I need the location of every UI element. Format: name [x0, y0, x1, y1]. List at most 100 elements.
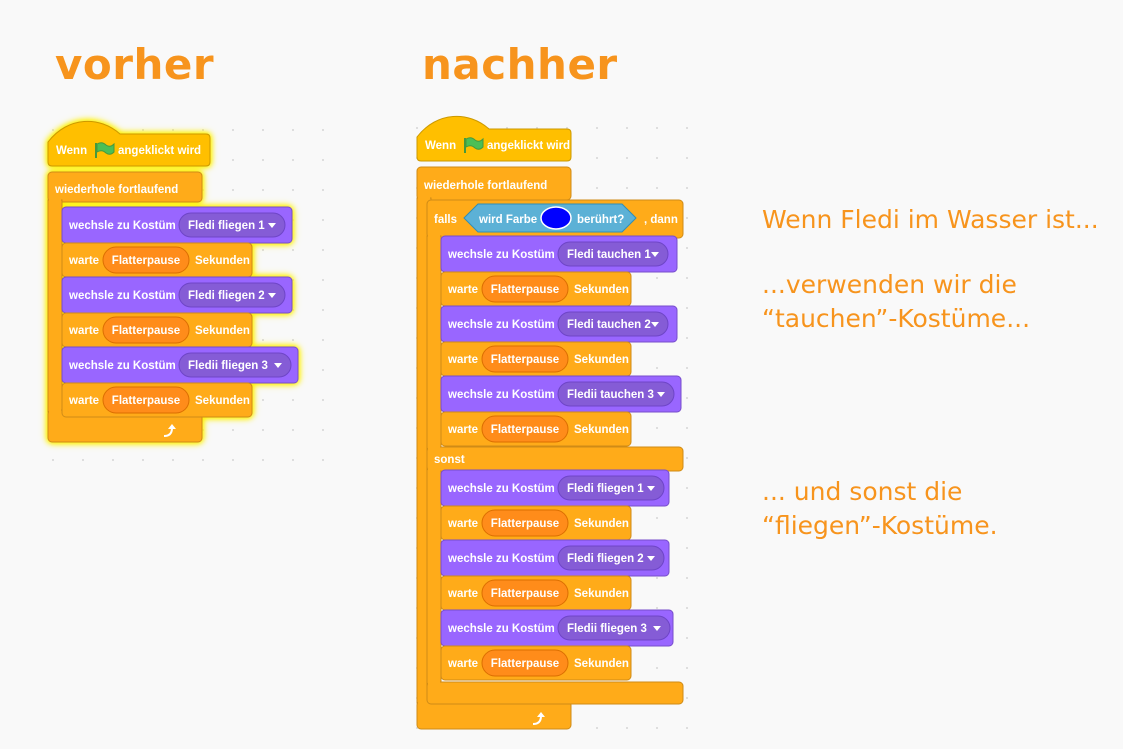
variable-name: Flatterpause	[491, 518, 559, 530]
dropdown-arrow-icon	[653, 626, 661, 631]
costume-dropdown[interactable]: Fledii tauchen 3	[557, 381, 675, 407]
switch-costume-label: wechsle zu Kostüm	[447, 553, 555, 565]
flatterpause-variable[interactable]: Flatterpause	[102, 316, 190, 344]
seconds-label: Sekunden	[195, 395, 250, 407]
dropdown-arrow-icon	[651, 252, 659, 257]
caption-fly-2: “fliegen”-Kostüme.	[762, 511, 998, 540]
flatterpause-variable[interactable]: Flatterpause	[481, 275, 569, 303]
wait-label: warte	[447, 518, 478, 530]
color-swatch[interactable]	[540, 206, 572, 230]
loop-arrow-icon	[163, 424, 176, 437]
seconds-label: Sekunden	[574, 284, 629, 296]
wait-label: warte	[447, 658, 478, 670]
green-flag-icon	[464, 137, 484, 153]
clicked-label: angeklickt wird	[118, 145, 201, 157]
after-heading: nachher	[422, 40, 618, 89]
wait-block[interactable]: warte Flatterpause Sekunden	[440, 505, 632, 541]
when-label: Wenn	[425, 140, 456, 152]
wait-label: warte	[447, 424, 478, 436]
wait-block[interactable]: warte Flatterpause Sekunden	[440, 271, 632, 307]
costume-dropdown[interactable]: Fledi tauchen 1	[557, 241, 669, 267]
switch-costume-label: wechsle zu Kostüm	[68, 290, 176, 302]
loop-arrow-icon	[532, 712, 545, 725]
variable-name: Flatterpause	[491, 354, 559, 366]
switch-costume-block[interactable]: wechsle zu Kostüm Fledi tauchen 2	[440, 305, 678, 343]
dropdown-arrow-icon	[274, 363, 282, 368]
variable-name: Flatterpause	[491, 588, 559, 600]
dropdown-arrow-icon	[651, 322, 659, 327]
wait-label: warte	[447, 354, 478, 366]
wait-label: warte	[447, 284, 478, 296]
seconds-label: Sekunden	[574, 354, 629, 366]
flatterpause-variable[interactable]: Flatterpause	[481, 579, 569, 607]
seconds-label: Sekunden	[574, 588, 629, 600]
costume-name: Fledi fliegen 2	[567, 553, 644, 565]
flatterpause-variable[interactable]: Flatterpause	[481, 649, 569, 677]
forever-label: wiederhole fortlaufend	[54, 184, 178, 196]
touching-color-label: wird Farbe	[478, 214, 537, 226]
switch-costume-block[interactable]: wechsle zu Kostüm Fledi fliegen 2	[440, 539, 670, 577]
touching-color-condition[interactable]: wird Farbe berührt?	[463, 203, 637, 233]
dropdown-arrow-icon	[268, 223, 276, 228]
caption-dive-1: ...verwenden wir die	[762, 270, 1017, 299]
variable-name: Flatterpause	[491, 424, 559, 436]
when-label: Wenn	[56, 145, 87, 157]
flatterpause-variable[interactable]: Flatterpause	[102, 386, 190, 414]
costume-dropdown[interactable]: Fledii fliegen 3	[557, 615, 671, 641]
costume-name: Fledii tauchen 3	[567, 389, 654, 401]
costume-dropdown[interactable]: Fledii fliegen 3	[178, 352, 292, 378]
switch-costume-label: wechsle zu Kostüm	[447, 623, 555, 635]
flatterpause-variable[interactable]: Flatterpause	[102, 246, 190, 274]
costume-dropdown[interactable]: Fledi fliegen 1	[178, 212, 286, 238]
costume-name: Fledii fliegen 3	[567, 623, 647, 635]
dropdown-arrow-icon	[647, 556, 655, 561]
costume-dropdown[interactable]: Fledi fliegen 2	[557, 545, 665, 571]
variable-name: Flatterpause	[112, 255, 180, 267]
switch-costume-label: wechsle zu Kostüm	[68, 220, 176, 232]
costume-dropdown[interactable]: Fledi tauchen 2	[557, 311, 669, 337]
switch-costume-label: wechsle zu Kostüm	[447, 249, 555, 261]
costume-name: Fledii fliegen 3	[188, 360, 268, 372]
costume-name: Fledi tauchen 1	[567, 249, 651, 261]
flatterpause-variable[interactable]: Flatterpause	[481, 509, 569, 537]
flatterpause-variable[interactable]: Flatterpause	[481, 345, 569, 373]
caption-fly-1: ... und sonst die	[762, 477, 963, 506]
seconds-label: Sekunden	[574, 518, 629, 530]
before-script[interactable]: wiederhole fortlaufend Wenn angeklickt wir…	[47, 121, 299, 443]
wait-block[interactable]: warte Flatterpause Sekunden	[440, 341, 632, 377]
switch-costume-block[interactable]: wechsle zu Kostüm Fledii fliegen 3	[61, 346, 299, 384]
costume-name: Fledi tauchen 2	[567, 319, 651, 331]
clicked-label: angeklickt wird	[487, 140, 570, 152]
seconds-label: Sekunden	[195, 255, 250, 267]
forever-label: wiederhole fortlaufend	[423, 180, 547, 192]
green-flag-icon	[95, 142, 115, 158]
when-flag-clicked-block[interactable]: Wenn angeklickt wird	[416, 116, 572, 162]
switch-costume-label: wechsle zu Kostüm	[447, 319, 555, 331]
flatterpause-variable[interactable]: Flatterpause	[481, 415, 569, 443]
costume-dropdown[interactable]: Fledi fliegen 2	[178, 282, 286, 308]
dropdown-arrow-icon	[268, 293, 276, 298]
variable-name: Flatterpause	[491, 284, 559, 296]
touched-label: berührt?	[577, 214, 624, 226]
switch-costume-block[interactable]: wechsle zu Kostüm Fledi tauchen 1	[440, 235, 678, 273]
forever-loop-block[interactable]: wiederhole fortlaufend	[47, 171, 203, 443]
dropdown-arrow-icon	[647, 486, 655, 491]
dropdown-arrow-icon	[657, 392, 665, 397]
switch-costume-block[interactable]: wechsle zu Kostüm Fledii fliegen 3	[440, 609, 674, 647]
switch-costume-label: wechsle zu Kostüm	[68, 360, 176, 372]
when-flag-clicked-block[interactable]: Wenn angeklickt wird	[47, 121, 211, 167]
costume-dropdown[interactable]: Fledi fliegen 1	[557, 475, 665, 501]
